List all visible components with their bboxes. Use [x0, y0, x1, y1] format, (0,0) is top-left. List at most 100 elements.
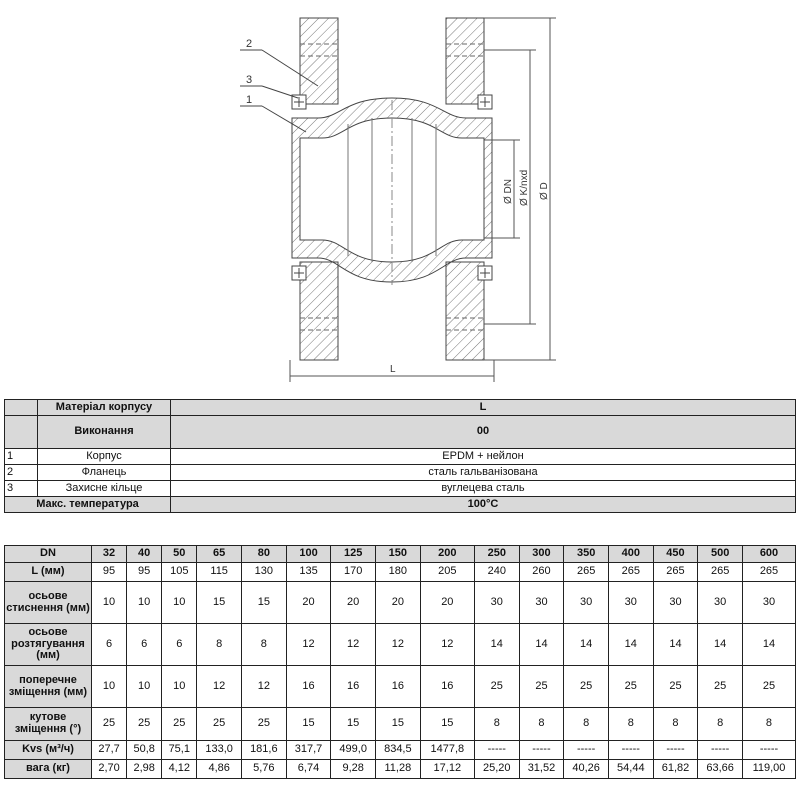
- dims-row-label: L (мм): [4, 562, 92, 582]
- part-material: вуглецева сталь: [170, 480, 796, 497]
- right-flange-top: [445, 17, 485, 105]
- dn-value: 200: [419, 545, 475, 563]
- spec-row-part: 2 Фланець сталь гальванізована: [4, 464, 796, 481]
- dims-cell: 50,8: [126, 740, 163, 760]
- dims-cell: 6: [161, 623, 198, 666]
- dn-value: 150: [375, 545, 421, 563]
- dims-row-label: Kvs (м³/ч): [4, 740, 92, 760]
- dims-cell: 8: [652, 707, 699, 741]
- dims-cell: 12: [285, 623, 332, 666]
- dims-cell: 14: [518, 623, 565, 666]
- dims-cell: 14: [697, 623, 743, 666]
- callout-2: 2: [246, 38, 252, 50]
- dims-cell: 15: [375, 707, 421, 741]
- dims-cell: -----: [473, 740, 520, 760]
- spec-row-max-temp: Макс. температура 100°C: [4, 496, 796, 513]
- dn-value: 250: [473, 545, 520, 563]
- dims-cell: 133,0: [196, 740, 242, 760]
- dn-value: 50: [161, 545, 198, 563]
- dims-cell: 14: [607, 623, 654, 666]
- dn-value: 40: [126, 545, 163, 563]
- dims-cell: 14: [473, 623, 520, 666]
- spec-empty-cell: [4, 415, 38, 449]
- dims-cell: 27,7: [90, 740, 128, 760]
- dims-cell: 14: [652, 623, 699, 666]
- dims-cell: 30: [518, 581, 565, 624]
- dims-cell: 4,12: [161, 759, 198, 779]
- dims-cell: 25: [90, 707, 128, 741]
- dims-row-label: осьове стиснення (мм): [4, 581, 92, 624]
- dims-cell: 12: [375, 623, 421, 666]
- dims-cell: 15: [285, 707, 332, 741]
- dims-cell: 9,28: [330, 759, 377, 779]
- dims-cell: 31,52: [518, 759, 565, 779]
- dims-cell: 135: [285, 562, 332, 582]
- dims-row-label: кутове зміщення (°): [4, 707, 92, 741]
- dims-cell: 15: [330, 707, 377, 741]
- part-material: EPDM + нейлон: [170, 448, 796, 465]
- dims-cell: 10: [126, 581, 163, 624]
- dims-cell: 10: [126, 665, 163, 708]
- dims-cell: 25: [563, 665, 609, 708]
- dims-cell: 265: [697, 562, 743, 582]
- part-name: Захисне кільце: [37, 480, 171, 497]
- dims-cell: 180: [375, 562, 421, 582]
- dims-cell: 16: [419, 665, 475, 708]
- dims-cell: 25: [652, 665, 699, 708]
- dims-cell: 8: [518, 707, 565, 741]
- material-label: Матеріал корпусу: [37, 399, 171, 416]
- dims-cell: 12: [241, 665, 287, 708]
- execution-value: 00: [170, 415, 796, 449]
- dims-cell: -----: [697, 740, 743, 760]
- dims-cell: 181,6: [241, 740, 287, 760]
- dims-cell: 8: [196, 623, 242, 666]
- dn-value: 350: [563, 545, 609, 563]
- dims-cell: 25: [607, 665, 654, 708]
- dn-value: 400: [607, 545, 654, 563]
- dn-value: 450: [652, 545, 699, 563]
- dims-cell: 16: [330, 665, 377, 708]
- dims-cell: 25: [126, 707, 163, 741]
- dims-cell: 16: [375, 665, 421, 708]
- callout-1: 1: [246, 94, 252, 106]
- dims-cell: 15: [419, 707, 475, 741]
- dims-cell: 115: [196, 562, 242, 582]
- dims-cell: 265: [652, 562, 699, 582]
- dims-cell: 14: [563, 623, 609, 666]
- dims-cell: 260: [518, 562, 565, 582]
- dims-cell: 25: [241, 707, 287, 741]
- spec-row-part: 3 Захисне кільце вуглецева сталь: [4, 480, 796, 497]
- dims-row-label: вага (кг): [4, 759, 92, 779]
- dims-cell: 95: [90, 562, 128, 582]
- spec-table: Матеріал корпусу L Виконання 00 1 Корпус…: [4, 399, 796, 513]
- left-flange-top: [299, 17, 339, 105]
- dims-cell: 8: [741, 707, 797, 741]
- dims-cell: 30: [741, 581, 797, 624]
- dims-cell: 25: [697, 665, 743, 708]
- dims-cell: 6: [126, 623, 163, 666]
- dims-cell: 12: [330, 623, 377, 666]
- dn-value: 65: [196, 545, 242, 563]
- dims-cell: 20: [419, 581, 475, 624]
- dim-label-k: Ø K/nxd: [519, 170, 530, 206]
- dims-cell: 8: [241, 623, 287, 666]
- dims-cell: 20: [330, 581, 377, 624]
- dim-label-l: L: [390, 364, 396, 375]
- dn-value: 500: [697, 545, 743, 563]
- dims-cell: -----: [652, 740, 699, 760]
- dims-cell: 15: [196, 581, 242, 624]
- dims-cell: 30: [563, 581, 609, 624]
- dims-cell: 499,0: [330, 740, 377, 760]
- dims-cell: 25: [473, 665, 520, 708]
- dims-cell: 30: [697, 581, 743, 624]
- dims-cell: 10: [90, 665, 128, 708]
- dims-cell: 170: [330, 562, 377, 582]
- spec-row-material: Матеріал корпусу L: [4, 399, 796, 416]
- dims-cell: 11,28: [375, 759, 421, 779]
- dims-cell: 10: [161, 581, 198, 624]
